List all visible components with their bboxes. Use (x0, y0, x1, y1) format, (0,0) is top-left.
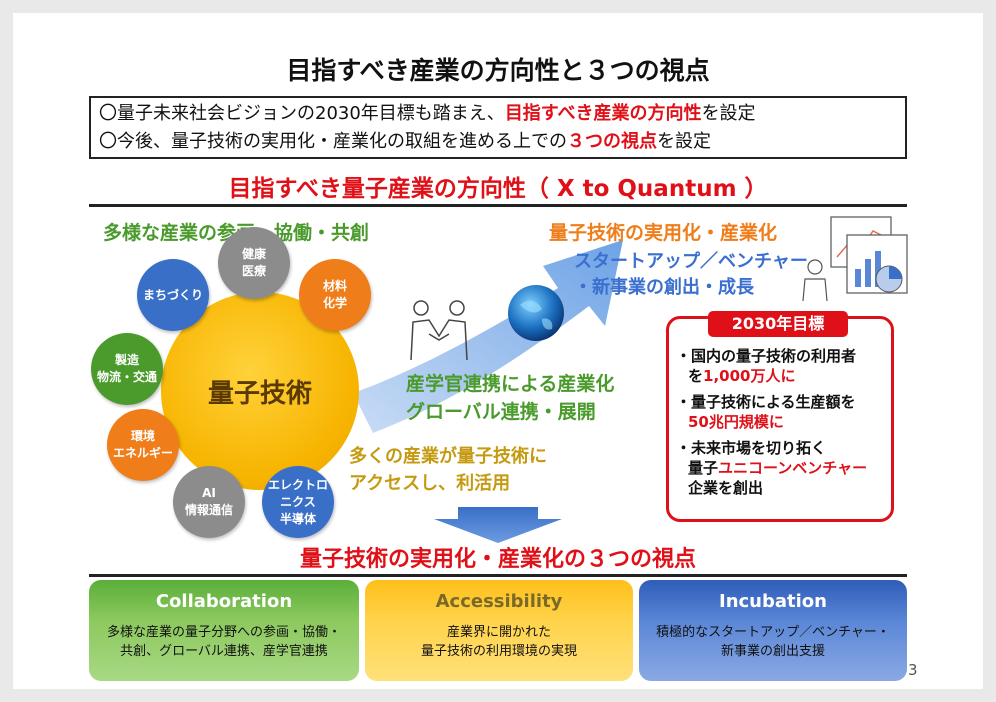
goal-item-unicorn: ・未来市場を切り拓く 量子ユニコーンベンチャー 企業を創出 (676, 439, 868, 497)
goal-badge: 2030年目標 (708, 311, 848, 337)
access-text: 多くの産業が量子技術に アクセスし、利活用 (349, 446, 547, 494)
summary-box: 〇量子未来社会ビジョンの2030年目標も踏まえ、目指すべき産業の方向性を設定 〇… (89, 96, 907, 159)
satellite-manufacturing: 製造物流・交通 (91, 333, 163, 405)
globe-icon (508, 285, 564, 341)
satellite-healthcare: 健康医療 (218, 227, 290, 299)
goal-list: ・国内の量子技術の利用者 を1,000万人に ・量子技術による生産額を 50兆円… (676, 346, 891, 504)
satellite-materials: 材料化学 (299, 259, 371, 331)
page-number: 3 (908, 661, 918, 679)
satellite-energy: 環境エネルギー (107, 409, 179, 481)
growth-arrow (353, 240, 623, 433)
collaboration-text: 産学官連携による産業化 グローバル連携・展開 (406, 373, 615, 423)
perspectives-title: 量子技術の実用化・産業化の３つの視点 (299, 547, 696, 572)
card-incubation: Incubation 積極的なスタートアップ／ベンチャー・新事業の創出支援 (639, 580, 907, 681)
satellite-electronics: エレクトロニクス半導体 (262, 466, 334, 538)
divider (89, 204, 907, 207)
startup-text: スタートアップ／ベンチャー ・新事業の創出・成長 (574, 251, 808, 298)
satellite-town-planning: まちづくり (137, 259, 209, 331)
commercialization-heading: 量子技術の実用化・産業化 (549, 222, 778, 244)
handshake-icon (410, 300, 468, 361)
slide: 目指すべき産業の方向性と３つの視点 〇量子未来社会ビジョンの2030年目標も踏ま… (13, 13, 983, 689)
divider-2 (89, 574, 907, 577)
direction-title: 目指すべき量子産業の方向性（ X to Quantum ） (228, 176, 768, 202)
page-title: 目指すべき産業の方向性と３つの視点 (286, 56, 710, 85)
card-collaboration: Collaboration 多様な産業の量子分野への参画・協働・共創、グローバル… (89, 580, 359, 681)
goal-item-users: ・国内の量子技術の利用者 を1,000万人に (676, 347, 857, 385)
summary-line-1: 〇量子未来社会ビジョンの2030年目標も踏まえ、目指すべき産業の方向性を設定 (99, 103, 756, 124)
down-arrow (434, 507, 562, 543)
goal-item-production: ・量子技術による生産額を 50兆円規模に (676, 393, 856, 431)
chart-documents-icon (802, 216, 908, 302)
summary-line-2: 〇今後、量子技術の実用化・産業化の取組を進める上での３つの視点を設定 (99, 131, 711, 152)
card-accessibility: Accessibility 産業界に開かれた量子技術の利用環境の実現 (365, 580, 633, 681)
